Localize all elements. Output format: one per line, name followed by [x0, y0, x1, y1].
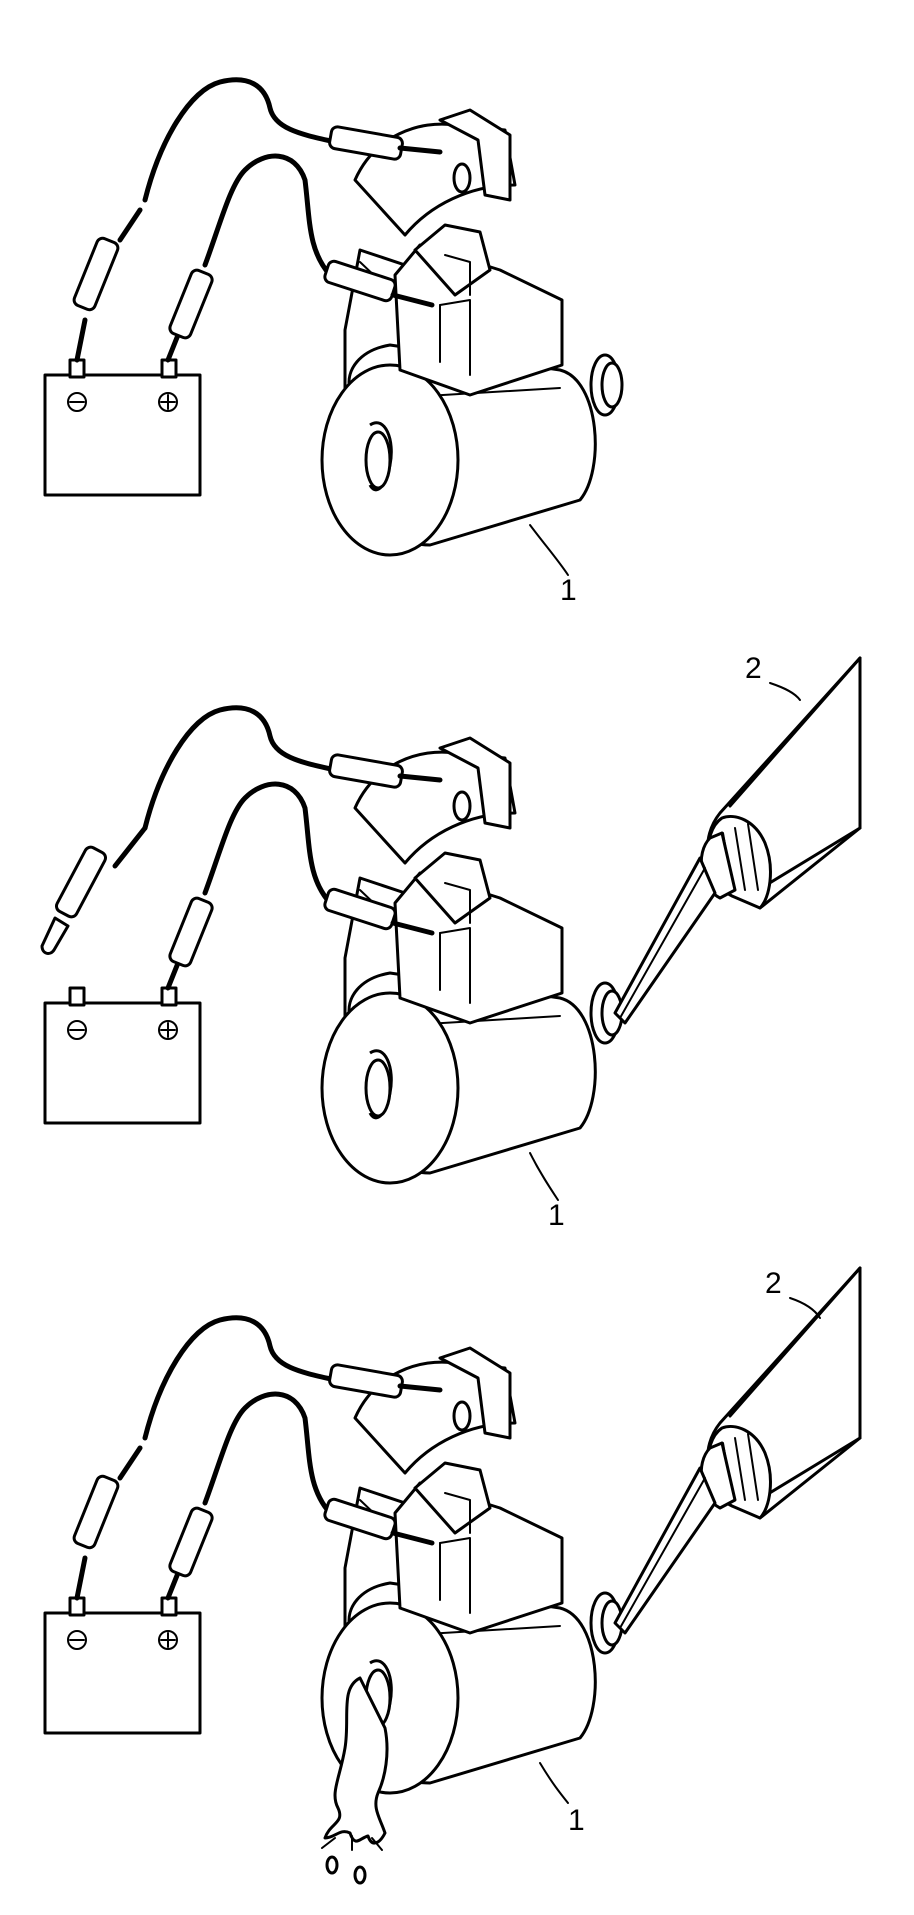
callout-2: 2 — [745, 652, 762, 685]
panel-2: 2 1 — [40, 652, 862, 1232]
callout-1: 1 — [560, 574, 577, 607]
callout-1: 1 — [568, 1804, 585, 1837]
callout-1: 1 — [548, 1199, 565, 1232]
callout-2: 2 — [765, 1267, 782, 1300]
panel-1: 1 — [43, 80, 624, 607]
panel-3: 2 1 — [43, 1266, 862, 1885]
